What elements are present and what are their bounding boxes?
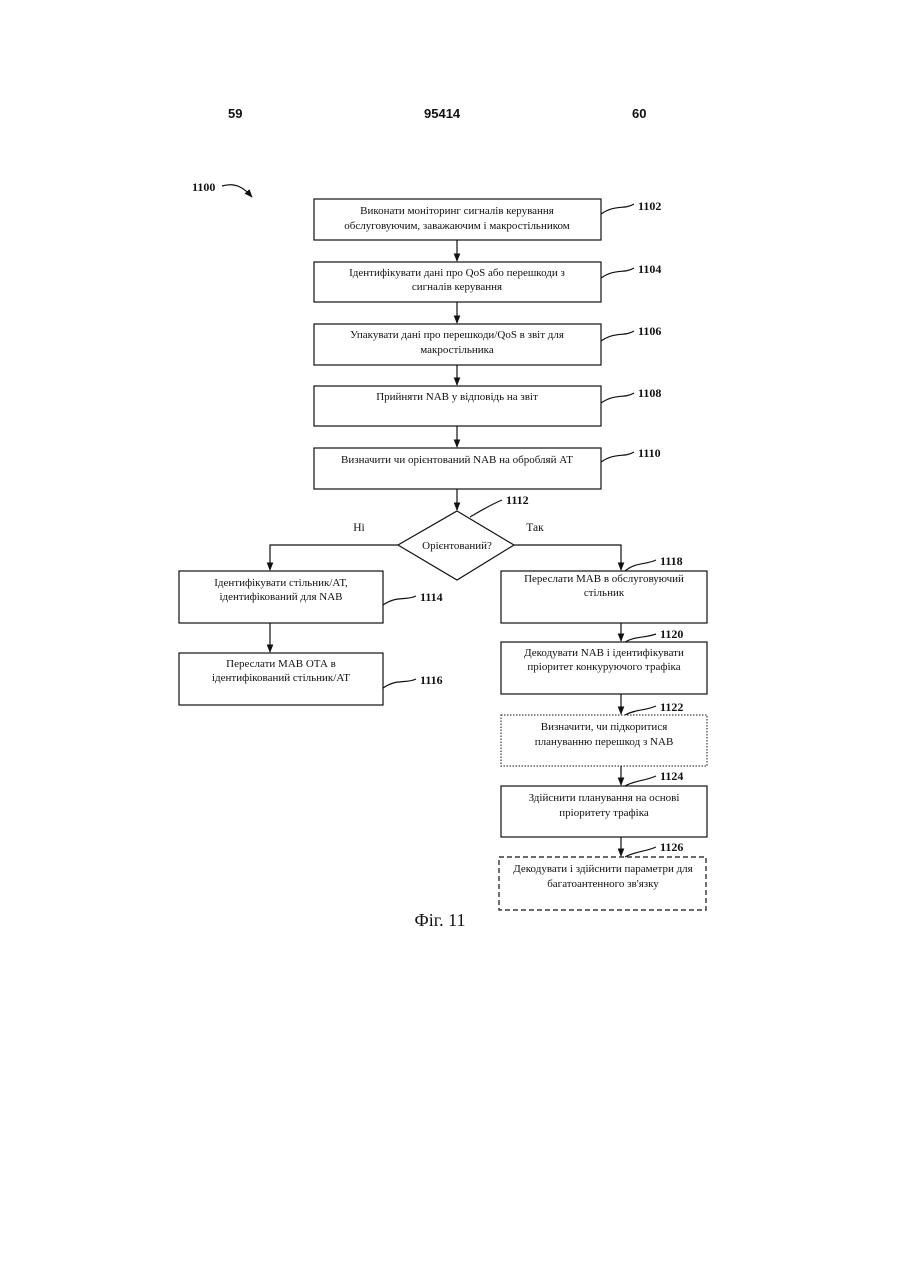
step-1116-ref: 1116	[420, 673, 443, 687]
step-1116-line-2: ідентифікований стільник/АТ	[212, 672, 350, 684]
step-1102-leader	[601, 204, 634, 214]
decision-1112-label: Орієнтований?	[422, 540, 492, 552]
arrow-1112-1118	[514, 545, 621, 570]
figure-label-arrow	[222, 185, 252, 197]
step-1108-ref: 1108	[638, 386, 661, 400]
step-1108-leader	[601, 393, 634, 403]
step-1114-line-1: Ідентифікувати стільник/АТ,	[214, 577, 348, 589]
step-1122-leader	[625, 706, 656, 715]
step-1106: Упакувати дані про перешкоди/QoS в звіт …	[314, 324, 661, 365]
step-1106-leader	[601, 331, 634, 341]
step-1116-line-1: Переслати МАВ ОТА в	[226, 658, 336, 670]
step-1116-leader	[383, 679, 416, 688]
step-1124-line-1: Здійснити планування на основі	[529, 792, 680, 804]
step-1122-line-2: плануванню перешкод з NAB	[535, 736, 674, 748]
step-1108-line-1: Прийняти NAB у відповідь на звіт	[376, 391, 538, 403]
step-1118-line-2: стільник	[584, 587, 625, 599]
step-1118-leader	[625, 560, 656, 571]
step-1104: Ідентифікувати дані про QoS або перешкод…	[314, 262, 661, 302]
step-1102-line-2: обслуговуючим, заважаючим і макростільни…	[344, 220, 570, 232]
step-1106-line-1: Упакувати дані про перешкоди/QoS в звіт …	[350, 329, 564, 341]
step-1106-ref: 1106	[638, 324, 661, 338]
step-1126-leader	[625, 847, 656, 857]
step-1124-leader	[625, 776, 656, 786]
step-1126-line-2: багатоантенного зв'язку	[547, 878, 659, 890]
step-1110-ref: 1110	[638, 446, 661, 460]
step-1110-leader	[601, 452, 634, 462]
step-1120-leader	[625, 634, 656, 642]
figure-caption: Фіг. 11	[360, 910, 520, 931]
step-1124-ref: 1124	[660, 769, 683, 783]
branch-yes-label: Так	[526, 522, 544, 534]
branch-no-label: Ні	[353, 522, 365, 534]
figure-label: 1100	[192, 180, 215, 194]
step-1120-line-1: Декодувати NAB і ідентифікувати	[524, 647, 684, 659]
step-1104-line-2: сигналів керування	[412, 281, 502, 293]
step-1108: Прийняти NAB у відповідь на звіт 1108	[314, 386, 661, 426]
step-1110: Визначити чи орієнтований NAB на обробля…	[314, 446, 661, 489]
step-1120: Декодувати NAB і ідентифікувати пріорите…	[501, 627, 707, 694]
step-1122-ref: 1122	[660, 700, 683, 714]
step-1118-line-1: Переслати МАВ в обслуговуючий	[524, 573, 684, 585]
step-1118: Переслати МАВ в обслуговуючий стільник 1…	[501, 554, 707, 623]
arrow-1112-1114	[270, 545, 398, 570]
step-1104-line-1: Ідентифікувати дані про QoS або перешкод…	[349, 267, 565, 279]
decision-1112-ref: 1112	[506, 493, 529, 507]
step-1110-line-1: Визначити чи орієнтований NAB на обробля…	[341, 454, 573, 466]
step-1114: Ідентифікувати стільник/АТ, ідентифікова…	[179, 571, 443, 623]
step-1114-line-2: ідентифікований для NAB	[219, 591, 342, 603]
decision-1112: Орієнтований? 1112 Ні Так	[353, 493, 544, 580]
step-1120-ref: 1120	[660, 627, 683, 641]
step-1102-ref: 1102	[638, 199, 661, 213]
step-1104-ref: 1104	[638, 262, 661, 276]
step-1120-line-2: пріоритет конкуруючого трафіка	[527, 661, 680, 673]
step-1124-line-2: пріоритету трафіка	[559, 807, 649, 819]
step-1126-ref: 1126	[660, 840, 683, 854]
step-1116: Переслати МАВ ОТА в ідентифікований стіл…	[179, 653, 443, 705]
step-1118-ref: 1118	[660, 554, 683, 568]
step-1106-line-2: макростільника	[420, 344, 494, 356]
step-1104-leader	[601, 268, 634, 278]
step-1124: Здійснити планування на основі пріоритет…	[501, 769, 707, 837]
step-1114-leader	[383, 596, 416, 605]
step-1102: Виконати моніторинг сигналів керування о…	[314, 199, 661, 240]
decision-1112-leader	[470, 500, 502, 517]
step-1126-line-1: Декодувати і здійснити параметри для	[513, 863, 693, 875]
step-1102-line-1: Виконати моніторинг сигналів керування	[360, 205, 554, 217]
step-1122: Визначити, чи підкоритися плануванню пер…	[501, 700, 707, 766]
step-1122-line-1: Визначити, чи підкоритися	[541, 721, 668, 733]
step-1126: Декодувати і здійснити параметри для баг…	[499, 840, 706, 910]
step-1114-ref: 1114	[420, 590, 443, 604]
